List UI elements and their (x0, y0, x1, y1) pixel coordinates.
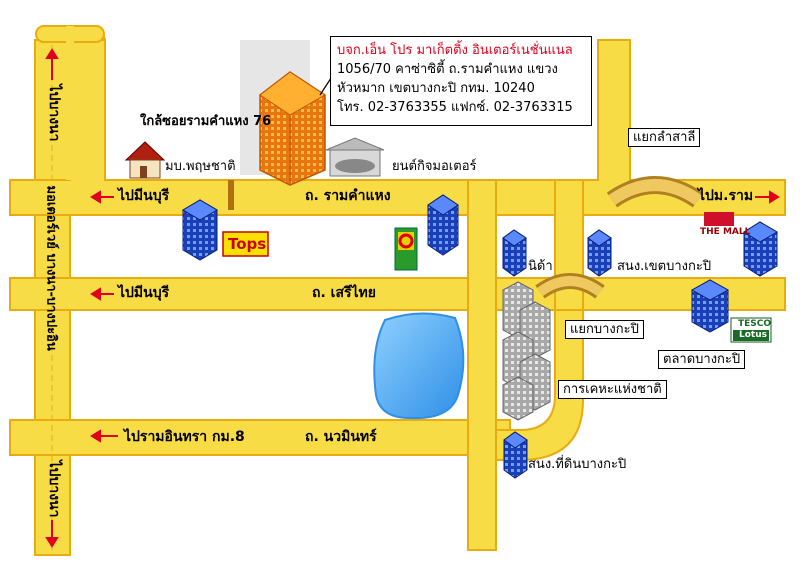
direction-arrows (45, 48, 780, 548)
serithai-road (9, 277, 786, 311)
contact-numbers: โทร. 02-3763355 แฟกซ์. 02-3763315 (337, 100, 573, 115)
tesco-logo-text: TESCO (738, 319, 772, 329)
bangkapi-flyover (535, 273, 605, 299)
house-icon (124, 141, 166, 179)
building-icon (182, 199, 218, 261)
to-ram-university-label: ไปม.ราม (698, 188, 754, 204)
building-icon (427, 194, 459, 256)
to-minburi-top-label: ไปมีนบุรี (118, 188, 170, 204)
car-dealer-label: ยนต์กิจมอเตอร์ (392, 159, 477, 174)
national-housing-label: การเคหะแห่งชาติ (558, 380, 667, 399)
ramkhamhaeng-road-label: ถ. รามคำแหง (305, 188, 391, 204)
village-label: มบ.พฤษชาติ (165, 159, 236, 174)
company-name: บจก.เอ็น โปร มาเก็ตติ้ง อินเตอร์เนชั่นแน… (337, 43, 573, 58)
serithai-road-label: ถ. เสรีไทย (312, 285, 376, 301)
district-office-label: สนง.เขตบางกะปิ (617, 259, 712, 274)
to-bang-na-top-label: ไปบางนา (46, 84, 62, 142)
motorway-label: มอเตอร์เวย์ บางนา-บางปะอิน (43, 185, 59, 351)
building-icon (502, 229, 527, 277)
to-minburi-mid-label: ไปมีนบุรี (118, 285, 170, 301)
tesco-lotus-logo (730, 317, 772, 343)
bangkapi-intersection-label: แยกบางกะปิ (565, 320, 644, 339)
blue-buildings (182, 194, 778, 479)
building-icon (690, 279, 730, 333)
vertical-road-3 (597, 39, 631, 181)
car-dealer-icon (325, 137, 385, 177)
housing-buildings (502, 281, 551, 421)
land-office-label: สนง.ที่ดินบางกะปิ (528, 457, 627, 472)
nawamin-road (9, 419, 511, 456)
building-icon (743, 221, 778, 277)
tops-logo (222, 231, 269, 257)
bangkapi-market-label: ตลาดบางกะปิ (658, 350, 746, 369)
building-icon (587, 229, 612, 277)
address-line-2: หัวหมาก เขตบางกะปิ กทม. 10240 (337, 81, 535, 96)
vertical-road-1 (467, 179, 497, 551)
store-logo-icon (394, 227, 418, 271)
company-tower-icon (259, 71, 326, 186)
lake (373, 312, 465, 420)
connector-road (69, 39, 106, 181)
near-soi-label: ใกล้ซอยรามคำแหง 76 (140, 114, 272, 129)
lam-sali-intersection-label: แยกลำสาลี (628, 128, 701, 147)
lotus-logo-text: Lotus (739, 330, 767, 340)
lam-sali-flyover (606, 176, 704, 208)
building-icon (503, 431, 528, 479)
tops-logo-text: Tops (228, 235, 267, 253)
to-ram-inthra-label: ไปรามอินทรา กม.8 (124, 429, 245, 445)
address-line-1: 1056/70 คาซ่าซิตี้ ถ.รามคำแหง แขวง (337, 62, 558, 77)
the-mall-logo-text: THE MALL (700, 227, 751, 237)
nida-label: นิด้า (528, 259, 553, 274)
the-mall-logo (704, 212, 734, 226)
to-bang-na-bottom-label: ไปบางนา (46, 460, 62, 518)
nawamin-road-label: ถ. นวมินทร์ (305, 429, 377, 445)
company-address-box: บจก.เอ็น โปร มาเก็ตติ้ง อินเตอร์เนชั่นแน… (330, 36, 592, 126)
